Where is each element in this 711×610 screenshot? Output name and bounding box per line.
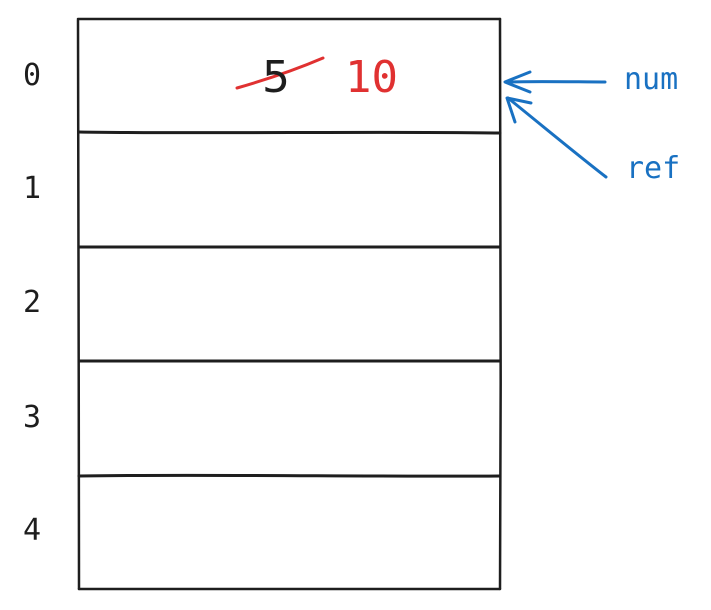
pointer-label-ref: ref bbox=[626, 151, 681, 186]
old-value: 5 bbox=[262, 52, 290, 103]
row-divider bbox=[77, 359, 502, 363]
index-label-0: 0 bbox=[22, 58, 42, 93]
pointer-label-num: num bbox=[624, 62, 679, 97]
index-label-4: 4 bbox=[22, 513, 42, 548]
row-divider bbox=[77, 473, 502, 478]
arrow-num-icon bbox=[503, 70, 607, 94]
new-value: 10 bbox=[345, 52, 398, 103]
index-label-3: 3 bbox=[22, 400, 42, 435]
strikethrough-line bbox=[235, 56, 325, 90]
arrow-ref-icon bbox=[505, 96, 608, 179]
row-divider bbox=[77, 130, 502, 135]
index-label-1: 1 bbox=[22, 171, 42, 206]
index-label-2: 2 bbox=[22, 285, 42, 320]
row-divider bbox=[77, 245, 502, 249]
